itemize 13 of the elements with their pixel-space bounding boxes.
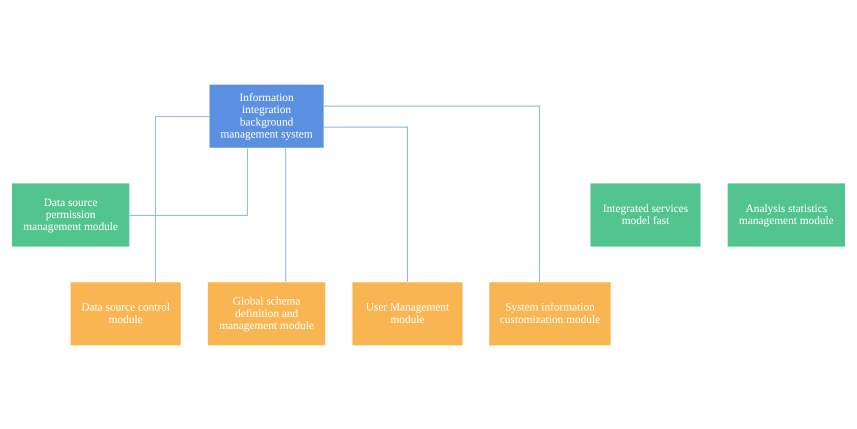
node-box: Data source permission management module bbox=[11, 182, 130, 247]
node-box: System information customization module bbox=[488, 280, 612, 346]
node-box: Integrated services model fast bbox=[590, 182, 702, 247]
node-box: User Management module bbox=[352, 280, 464, 346]
node-box: Global schema definition and management module bbox=[207, 280, 326, 346]
node-box: Data source control module bbox=[70, 280, 182, 346]
connector bbox=[324, 105, 540, 282]
node-box: Information integration background management system bbox=[208, 83, 324, 148]
connector bbox=[154, 116, 210, 282]
node-box: Analysis statistics management module bbox=[726, 182, 846, 247]
connector bbox=[285, 147, 286, 282]
connector bbox=[129, 147, 248, 216]
connector bbox=[324, 126, 408, 282]
